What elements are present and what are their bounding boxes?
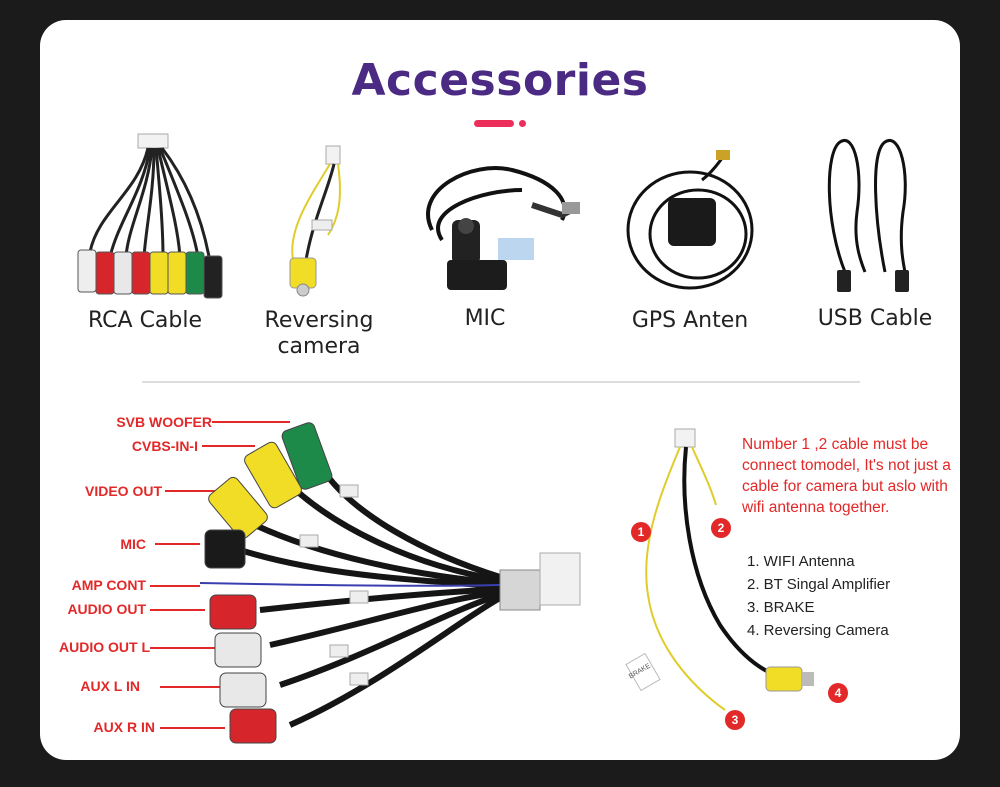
label-video-out: VIDEO OUT [84, 483, 162, 499]
accessory-label-rca: RCA Cable [87, 308, 203, 333]
title-underline [474, 120, 514, 127]
marker-2: 2 [711, 518, 731, 538]
camera-cable-note: Number 1 ,2 cable must be connect tomode… [742, 436, 951, 516]
section-divider [142, 381, 860, 383]
marker-4: 4 [828, 683, 848, 703]
list-item: 3. BRAKE [747, 599, 815, 616]
list-item: 4. Reversing Camera [747, 622, 889, 639]
label-aux-r-in: AUX R IN [93, 719, 155, 735]
rca-harness-diagram [150, 421, 581, 744]
marker-3: 3 [725, 710, 745, 730]
list-item: 2. BT Singal Amplifier [747, 576, 891, 593]
marker-1: 1 [631, 522, 651, 542]
accessory-label-gps: GPS Anten [631, 308, 749, 333]
accessory-label-mic: MIC [464, 306, 506, 331]
label-amp-cont: AMP CONT [71, 577, 146, 593]
page-title: Accessories [351, 55, 649, 106]
accessory-label-reversing-camera: Reversing camera [264, 308, 374, 359]
reversing-camera-cable-image [289, 145, 341, 297]
camera-cable-diagram [625, 428, 814, 711]
gps-antenna-image [626, 150, 754, 290]
content-card [40, 20, 960, 760]
rca-cable-image [77, 133, 223, 299]
label-aux-l-in: AUX L IN [80, 678, 140, 694]
label-audio-out: AUDIO OUT [67, 601, 146, 617]
harness-label-column: SVB WOOFER CVBS-IN-I VIDEO OUT MIC AMP C… [40, 405, 212, 750]
usb-cable-image [827, 139, 909, 292]
camera-cable-function-list: 1. WIFI Antenna 2. BT Singal Amplifier 3… [747, 550, 890, 642]
label-cvbs-in: CVBS-IN-I [131, 438, 198, 454]
accessory-label-usb: USB Cable [817, 306, 933, 331]
label-mic: MIC [120, 536, 146, 552]
list-item: 1. WIFI Antenna [747, 553, 855, 570]
mic-image [426, 166, 580, 290]
label-svb-woofer: SVB WOOFER [116, 414, 212, 430]
title-dot [519, 120, 526, 127]
label-audio-out-l: AUDIO OUT L [59, 639, 150, 655]
